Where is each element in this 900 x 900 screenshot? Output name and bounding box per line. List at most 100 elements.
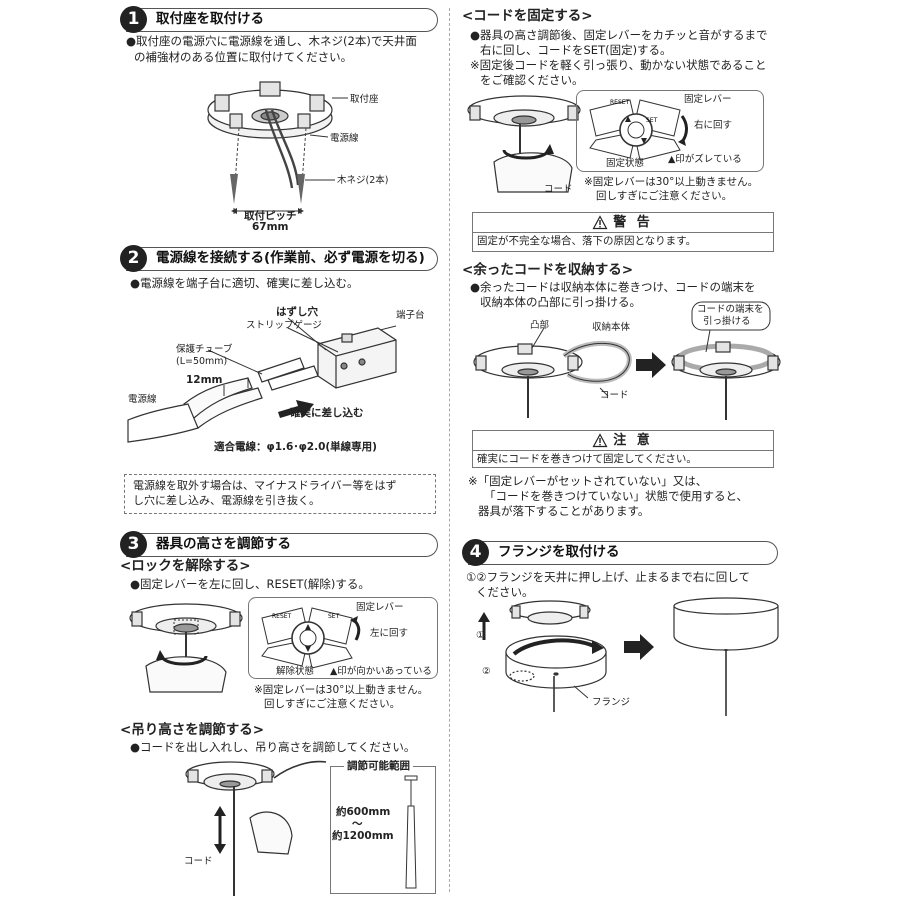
- label-release-hole: はずし穴: [276, 306, 318, 318]
- fix-fixture-illustration: [467, 95, 581, 193]
- unlock-detail-panel: [248, 597, 438, 679]
- caution-title-row: 注 意: [473, 431, 773, 451]
- unlock-note-2: 回しすぎにご注意ください。: [264, 698, 401, 710]
- fix-note-2: をご確認ください。: [480, 73, 584, 87]
- step1-header: 1 取付座を取付ける: [120, 6, 438, 33]
- label-lock-lever-1: 固定レバー: [356, 602, 404, 613]
- mounting-base-illustration: [207, 81, 348, 214]
- label-protective-tube: 保護チューブ: [176, 344, 233, 355]
- height-heading: <吊り高さを調節する>: [120, 722, 265, 738]
- range-max: 約1200mm: [332, 830, 394, 842]
- label-arrows-facing: ▲印が向かいあっている: [330, 666, 432, 677]
- label-step-1: ①: [476, 630, 485, 641]
- label-lock-lever-2: 固定レバー: [684, 94, 732, 105]
- step1-title: 取付座を取付ける: [156, 11, 264, 28]
- store-body-1: ●余ったコードは収納本体に巻きつけ、コードの端末を: [470, 280, 756, 294]
- fix-body-1: ●器具の高さ調節後、固定レバーをカチッと音がするまで: [470, 28, 768, 42]
- label-cord-2: コード: [544, 184, 573, 195]
- label-wood-screws: 木ネジ(2本): [337, 175, 389, 186]
- label-storage-body: 収納本体: [592, 322, 631, 333]
- label-insert-firmly: 確実に差し込む: [290, 407, 364, 419]
- step4-body-2: ください。: [476, 585, 534, 599]
- unlock-body: ●固定レバーを左に回し、RESET(解除)する。: [130, 577, 370, 591]
- flange-installed-illustration: [673, 597, 779, 716]
- caution-body: 確実にコードを巻きつけて固定してください。: [477, 453, 697, 465]
- unlock-reset-text: RESET: [272, 613, 292, 620]
- unlock-fixture-illustration: [129, 603, 243, 693]
- label-strip-gauge: ストリップゲージ: [246, 320, 322, 331]
- step4-body-1: ①②フランジを天井に押し上げ、止まるまで右に回して: [466, 570, 750, 584]
- label-cord-1: コード: [184, 856, 213, 867]
- label-released-state: 解除状態: [276, 666, 315, 677]
- label-bump: 凸部: [530, 320, 550, 331]
- warning-title-row: 警 告: [473, 213, 773, 233]
- step4-number: 4: [462, 539, 489, 566]
- store-body-2: 収納本体の凸部に引っ掛ける。: [480, 295, 641, 309]
- next-arrow-icon: [636, 352, 666, 378]
- step3-title: 器具の高さを調節する: [156, 536, 291, 553]
- unlock-lever-detail: RESET SET: [261, 607, 361, 669]
- store-after-illustration: [671, 301, 781, 420]
- label-mounting-pitch: 取付ピッチ: [244, 210, 297, 222]
- label-hook-2: 引っ掛ける: [703, 316, 751, 327]
- fix-body-2: 右に回し、コードをSET(固定)する。: [480, 43, 672, 57]
- fix-detail-panel: [576, 90, 764, 172]
- label-power-wire-1: 電源線: [330, 133, 359, 144]
- fall-note-2: 「コードを巻きつけていない」状態で使用すると、: [484, 489, 749, 503]
- height-adjust-illustration: [185, 760, 327, 896]
- label-fixed-state: 固定状態: [606, 158, 645, 169]
- label-hook-1: コードの端末を: [697, 304, 764, 315]
- step3-header: 3 器具の高さを調節する: [120, 531, 438, 558]
- fall-note-1: ※「固定レバーがセットされていない」又は、: [468, 474, 708, 488]
- column-divider: [449, 8, 450, 892]
- label-power-wire-2: 電源線: [128, 394, 157, 405]
- warning-title: 警 告: [613, 214, 653, 230]
- height-body: ●コードを出し入れし、吊り高さを調節してください。: [130, 740, 416, 754]
- pendant-lamp-illustration: [404, 775, 418, 889]
- warning-icon: [592, 215, 608, 230]
- step2-number: 2: [120, 245, 147, 272]
- fix-note2-2: 回しすぎにご注意ください。: [596, 190, 733, 202]
- fix-set-text: SET: [646, 117, 658, 124]
- label-12mm: 12mm: [186, 374, 223, 386]
- step2-body: ●電源線を端子台に適切、確実に差し込む。: [130, 276, 359, 290]
- label-tube-length: (L=50mm): [176, 356, 228, 367]
- caution-box: 注 意 確実にコードを巻きつけて固定してください。: [472, 430, 774, 468]
- warning-body: 固定が不完全な場合、落下の原因となります。: [477, 235, 697, 247]
- flange-install-illustration: [478, 600, 607, 712]
- store-before-illustration: [473, 327, 632, 418]
- step3-number: 3: [120, 531, 147, 558]
- label-compatible-wire: 適合電線：φ1.6･φ2.0(単線専用): [214, 441, 377, 453]
- label-mounting-base: 取付座: [350, 94, 379, 105]
- unlock-note-1: ※固定レバーは30°以上動きません。: [254, 684, 429, 696]
- step2-header: 2 電源線を接続する(作業前、必ず電源を切る): [120, 245, 438, 272]
- removal-note-1: 電源線を取外す場合は、マイナスドライバー等をはず: [133, 479, 397, 492]
- caution-title: 注 意: [613, 432, 653, 448]
- fix-note-1: ※固定後コードを軽く引っ張り、動かない状態であること: [470, 58, 767, 72]
- step1-number: 1: [120, 6, 147, 33]
- label-flange: フランジ: [592, 697, 631, 708]
- step2-title: 電源線を接続する(作業前、必ず電源を切る): [156, 250, 425, 267]
- label-cord-3: コード: [600, 390, 629, 401]
- unlock-heading: <ロックを解除する>: [120, 558, 251, 574]
- fix-heading: <コードを固定する>: [462, 8, 593, 24]
- store-heading: <余ったコードを収納する>: [462, 262, 634, 278]
- warning-box: 警 告 固定が不完全な場合、落下の原因となります。: [472, 212, 774, 252]
- fall-note-3: 器具が落下することがあります。: [478, 504, 650, 518]
- range-title: 調節可能範囲: [344, 760, 413, 774]
- range-tilde: 〜: [352, 818, 363, 830]
- label-turn-right: 右に回す: [694, 120, 733, 131]
- fix-lever-detail: RESET SET: [589, 99, 688, 161]
- label-step-2: ②: [482, 666, 491, 677]
- label-arrows-offset: ▲印がズレている: [668, 154, 742, 165]
- fix-note2-1: ※固定レバーは30°以上動きません。: [584, 176, 759, 188]
- next-arrow-icon-2: [624, 634, 654, 660]
- removal-note-2: し穴に差し込み、電源線を引き抜く。: [133, 493, 320, 507]
- label-mounting-pitch-value: 67mm: [252, 221, 289, 233]
- step1-body-2: の補強材のある位置に取付けてください。: [134, 50, 353, 64]
- wiring-illustration: [127, 317, 397, 443]
- wire-removal-note: 電源線を取外す場合は、マイナスドライバー等をはず し穴に差し込み、電源線を引き抜…: [124, 474, 436, 514]
- step4-title: フランジを取付ける: [498, 544, 620, 561]
- step4-header: 4 フランジを取付ける: [462, 539, 778, 566]
- range-min: 約600mm: [336, 806, 391, 818]
